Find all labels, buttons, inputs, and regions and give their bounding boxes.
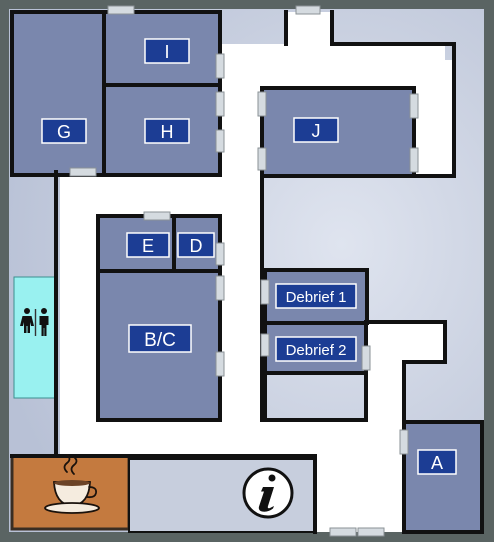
doors [69,5,419,537]
room-label-debrief-2: Debrief 2 [275,336,357,362]
information-icon[interactable] [242,467,294,519]
room-label-e: E [126,232,170,258]
room-label-j: J [293,117,339,143]
coffee-cup-icon [44,454,100,514]
room-a[interactable] [402,420,484,534]
room-label-d: D [177,232,215,258]
svg-text:G: G [57,122,71,142]
svg-text:A: A [431,453,443,473]
svg-text:Debrief 1: Debrief 1 [286,289,347,306]
room-label-a: A [417,449,457,475]
room-g[interactable] [10,10,106,177]
svg-text:D: D [190,236,203,256]
walls [10,10,456,534]
svg-text:Debrief 2: Debrief 2 [286,342,347,359]
room-label-h: H [144,118,190,144]
svg-text:H: H [161,122,174,142]
room-label-g: G [41,118,87,144]
svg-text:J: J [312,121,321,141]
svg-text:E: E [142,236,154,256]
restroom-icon [20,308,49,336]
room-label-bc: B/C [128,324,192,353]
room-label-debrief-1: Debrief 1 [275,283,357,309]
svg-text:B/C: B/C [144,330,176,351]
restroom-room[interactable] [13,276,57,399]
svg-text:I: I [164,42,169,62]
room-label-i: I [144,38,190,64]
